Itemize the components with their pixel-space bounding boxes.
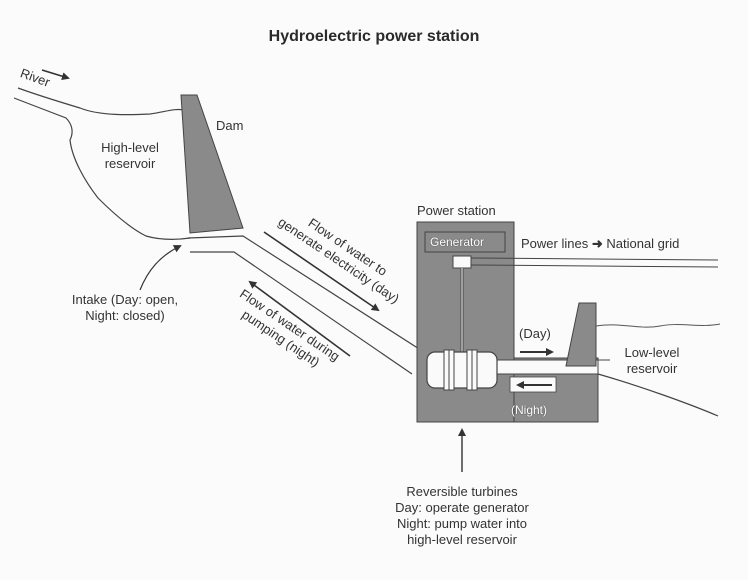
flow-night-arrow	[248, 280, 351, 357]
power-station-building	[416, 221, 515, 423]
power-line-1	[470, 257, 719, 261]
generator-unit	[452, 255, 472, 269]
dam-label: Dam	[216, 118, 244, 133]
power-station-label: Power station	[417, 203, 496, 218]
power-lines-label: Power lines ➜ National grid	[521, 236, 680, 251]
arrow-right-icon: ➜	[591, 236, 603, 251]
low-level-dam	[565, 302, 597, 367]
pipe-upper-wall	[187, 235, 428, 355]
power-line-2	[470, 264, 719, 268]
day-label: (Day)	[519, 326, 551, 341]
intake-arrow	[139, 245, 182, 291]
river-arrow	[41, 69, 70, 81]
turbines-label: Reversible turbines Day: operate generat…	[395, 484, 529, 547]
generator-box	[424, 231, 506, 253]
dam	[180, 94, 244, 234]
low-reservoir-bed	[597, 373, 719, 417]
generator-label: Generator	[430, 235, 485, 249]
turbine-housing	[426, 351, 498, 389]
river-lower-bank	[13, 97, 191, 240]
night-label: (Night)	[511, 403, 548, 417]
pipe-lower-wall	[190, 251, 413, 375]
flow-day-arrow	[263, 231, 380, 312]
low-reservoir-label: Low-level reservoir	[624, 345, 680, 376]
high-reservoir-label: High-level reservoir	[101, 140, 159, 171]
low-reservoir-surface	[595, 323, 721, 328]
intake-label: Intake (Day: open, Night: closed)	[71, 292, 179, 323]
river-upper-bank	[17, 87, 185, 116]
diagram-title: Hydroelectric power station	[268, 28, 480, 45]
